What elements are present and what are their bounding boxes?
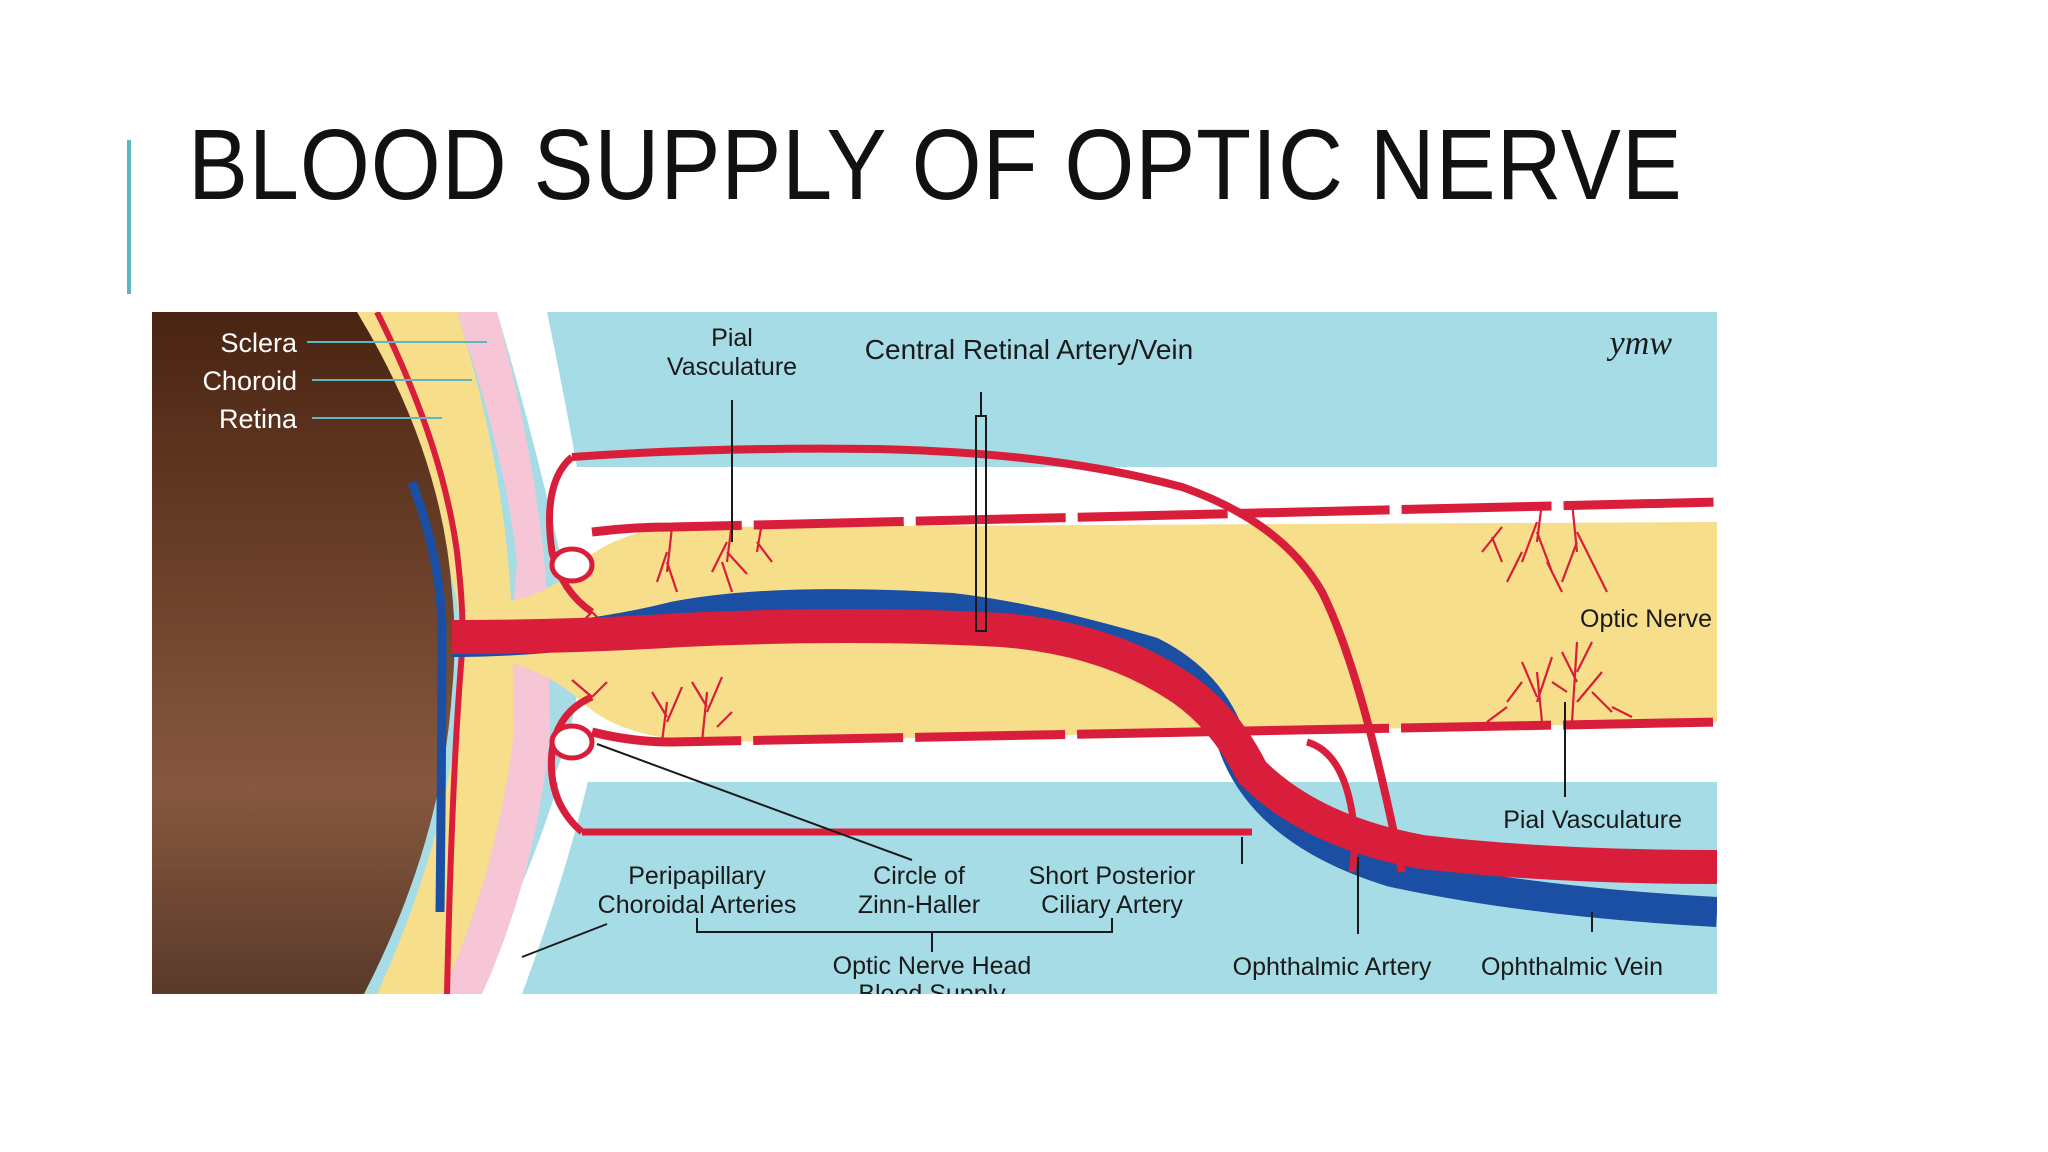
- optic-nerve-diagram: Sclera Choroid Retina Pial Vasculature C…: [152, 312, 1717, 994]
- label-optic-nerve-head-2: Blood Supply: [858, 980, 1006, 994]
- label-circle-1: Circle of: [873, 862, 965, 890]
- upper-ciliary-loop: [546, 454, 595, 615]
- disc-artery-lower: [444, 651, 465, 994]
- label-pial-vasculature-top-2: Vasculature: [667, 353, 797, 381]
- leader-lines: [307, 341, 1593, 958]
- label-central-retinal: Central Retinal Artery/Vein: [865, 334, 1193, 365]
- label-pial-vasculature-bottom: Pial Vasculature: [1503, 806, 1682, 834]
- label-optic-nerve: Optic Nerve: [1580, 605, 1712, 633]
- upper-ciliary-artery: [571, 444, 1406, 873]
- label-ophthalmic-vein: Ophthalmic Vein: [1481, 953, 1663, 981]
- label-retina: Retina: [219, 404, 298, 434]
- circle-of-zinn-haller-top: [549, 546, 595, 584]
- circle-of-zinn-haller-bottom: [549, 723, 595, 761]
- globe: [152, 312, 455, 994]
- label-short-posterior-1: Short Posterior: [1029, 862, 1196, 890]
- label-signature: ymw: [1607, 325, 1673, 362]
- label-optic-nerve-head-1: Optic Nerve Head: [833, 952, 1032, 980]
- label-sclera: Sclera: [220, 328, 298, 358]
- slide-title: BLOOD SUPPLY OF OPTIC NERVE: [188, 109, 1683, 221]
- ophthalmic-branch: [1305, 738, 1358, 873]
- capillary-trees: [571, 501, 1633, 743]
- pial-artery-bottom: [590, 717, 1717, 747]
- disc-vein-vertical: [407, 480, 447, 913]
- lower-ciliary-loop: [547, 693, 594, 835]
- choroid-pink-layer: [442, 312, 550, 994]
- title-accent-bar: [127, 140, 131, 294]
- retina-yellow-layer: [357, 312, 514, 994]
- central-retinal-artery: [451, 609, 1717, 884]
- label-peripapillary-2: Choroidal Arteries: [598, 891, 797, 919]
- label-short-posterior-2: Ciliary Artery: [1041, 891, 1183, 919]
- label-choroid: Choroid: [202, 366, 297, 396]
- label-peripapillary-1: Peripapillary: [628, 862, 766, 890]
- disc-artery-vertical: [374, 312, 466, 643]
- label-pial-vasculature-top-1: Pial: [711, 324, 753, 352]
- label-circle-2: Zinn-Haller: [858, 891, 980, 919]
- label-ophthalmic-artery: Ophthalmic Artery: [1233, 953, 1432, 981]
